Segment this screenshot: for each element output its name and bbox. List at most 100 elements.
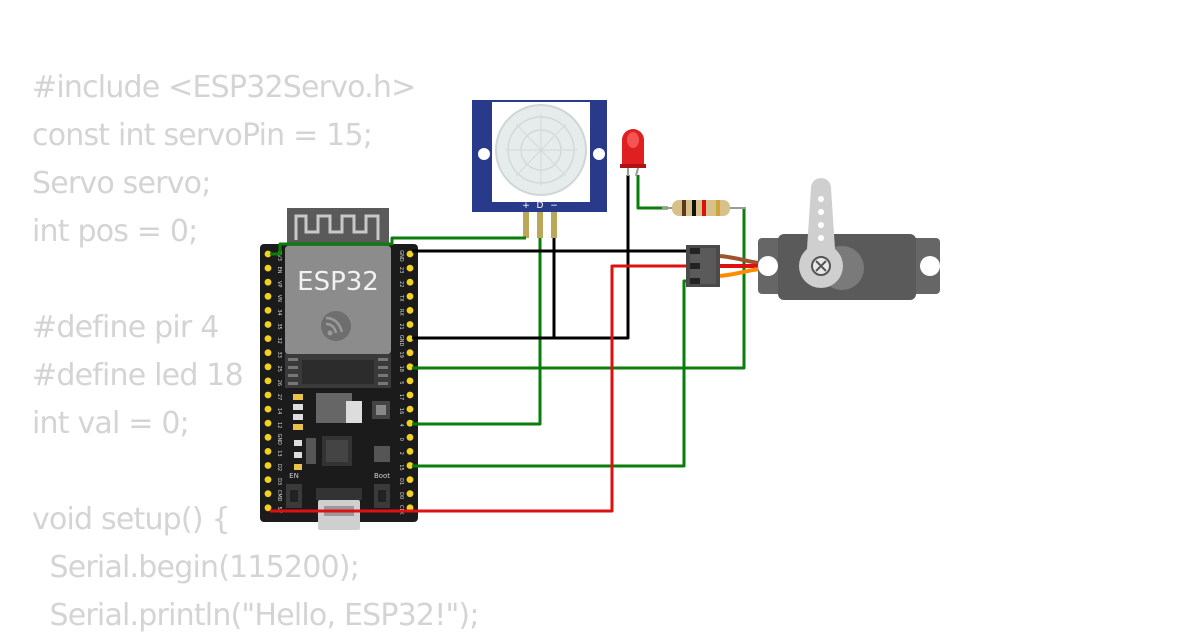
right-pin[interactable] bbox=[406, 278, 414, 286]
left-pin-label: 34 bbox=[276, 309, 282, 315]
left-pin-label: 35 bbox=[276, 323, 282, 329]
boot-button[interactable] bbox=[374, 484, 390, 508]
right-pin[interactable] bbox=[406, 405, 414, 413]
right-pin-label: 5 bbox=[398, 381, 404, 384]
left-pin[interactable] bbox=[264, 504, 272, 512]
left-pin[interactable] bbox=[264, 321, 272, 328]
left-pin[interactable] bbox=[264, 349, 272, 357]
right-pin-label: 22 bbox=[398, 281, 404, 287]
red-led[interactable] bbox=[620, 129, 646, 177]
wire-pir-vcc bbox=[270, 236, 526, 256]
right-pin[interactable] bbox=[406, 391, 414, 399]
code-line: void setup() { bbox=[32, 502, 231, 537]
left-pin[interactable] bbox=[264, 278, 272, 286]
right-pin[interactable] bbox=[406, 349, 414, 357]
left-pin-label: D3 bbox=[276, 478, 282, 485]
right-pin-label: 19 bbox=[398, 352, 404, 358]
right-pin-label: GND bbox=[398, 250, 404, 262]
left-pin[interactable] bbox=[264, 476, 272, 483]
espressif-logo-icon bbox=[321, 311, 351, 341]
left-pin[interactable] bbox=[264, 405, 272, 413]
right-pin-label: 2 bbox=[398, 452, 404, 455]
right-pin-label: TX bbox=[398, 294, 404, 302]
left-pin[interactable] bbox=[264, 250, 272, 258]
code-line: Servo servo; bbox=[32, 166, 211, 201]
left-pin-label: D2 bbox=[276, 464, 282, 471]
right-pin[interactable] bbox=[406, 335, 414, 342]
right-pin[interactable] bbox=[406, 377, 414, 385]
left-header-pins[interactable]: 3V3ENVPVN343532332526271412GND13D2D3CMD5… bbox=[264, 250, 282, 514]
servo-connector[interactable] bbox=[686, 245, 720, 287]
wire-servo-signal bbox=[412, 279, 690, 468]
en-button[interactable] bbox=[286, 484, 302, 508]
wire-pir-data bbox=[412, 238, 542, 426]
right-pin-label: 21 bbox=[398, 323, 404, 329]
right-pin[interactable] bbox=[406, 419, 414, 427]
code-line: Serial.begin(115200); bbox=[32, 550, 360, 585]
right-pin[interactable] bbox=[406, 448, 414, 455]
left-pin[interactable] bbox=[264, 462, 272, 469]
right-pin[interactable] bbox=[406, 476, 414, 483]
right-pin[interactable] bbox=[406, 292, 414, 300]
left-pin[interactable] bbox=[264, 363, 272, 371]
resistor[interactable] bbox=[662, 200, 746, 216]
left-pin-label: 32 bbox=[276, 337, 282, 343]
right-pin-label: D1 bbox=[398, 478, 404, 485]
code-line: const int servoPin = 15; bbox=[32, 118, 373, 153]
code-line: #define led 18 bbox=[32, 358, 244, 393]
wire-pir-gnd bbox=[412, 238, 556, 340]
left-pin[interactable] bbox=[264, 490, 272, 498]
right-pin[interactable] bbox=[406, 363, 414, 371]
right-pin-label: D0 bbox=[398, 492, 404, 499]
left-pin[interactable] bbox=[264, 419, 272, 427]
left-pin-label: 12 bbox=[276, 422, 282, 428]
antenna bbox=[287, 208, 389, 248]
left-pin-label: GND bbox=[276, 434, 282, 446]
left-pin-label: 27 bbox=[276, 394, 282, 400]
wire-servo-vcc bbox=[270, 264, 690, 513]
right-pin-label: RX bbox=[398, 309, 404, 316]
code-editor-background: #include <ESP32Servo.h> const int servoP… bbox=[32, 64, 479, 640]
wire-led-cathode bbox=[412, 175, 630, 340]
left-pin[interactable] bbox=[264, 335, 272, 342]
right-pin[interactable] bbox=[406, 321, 414, 328]
left-pin[interactable] bbox=[264, 264, 272, 272]
left-pin-label: VP bbox=[276, 281, 282, 287]
boot-label: Boot bbox=[374, 472, 390, 480]
left-pin[interactable] bbox=[264, 433, 272, 441]
left-pin[interactable] bbox=[264, 307, 272, 314]
right-pin-label: 4 bbox=[398, 424, 404, 427]
wire-led-anode bbox=[636, 175, 668, 210]
right-pin[interactable] bbox=[406, 490, 414, 498]
servo-motor[interactable] bbox=[758, 178, 940, 300]
right-pin[interactable] bbox=[406, 250, 414, 258]
code-line: Serial.println("Hello, ESP32!"); bbox=[32, 598, 479, 633]
left-pin-label: 25 bbox=[276, 366, 282, 372]
pir-motion-sensor[interactable]: + D − bbox=[472, 100, 607, 238]
left-pin[interactable] bbox=[264, 377, 272, 385]
right-pin[interactable] bbox=[406, 433, 414, 441]
right-pin-label: GND bbox=[398, 335, 404, 347]
left-pin[interactable] bbox=[264, 292, 272, 300]
right-pin-label: 23 bbox=[398, 267, 404, 273]
left-pin-label: 33 bbox=[276, 352, 282, 358]
left-pin-label: 3V3 bbox=[276, 251, 282, 261]
right-pin[interactable] bbox=[406, 307, 414, 314]
board-components bbox=[293, 393, 390, 492]
esp32-label: ESP32 bbox=[297, 267, 379, 297]
esp32-board[interactable]: ESP32 bbox=[260, 208, 418, 530]
right-pin-label: 16 bbox=[398, 408, 404, 414]
en-label: EN bbox=[289, 472, 299, 480]
antenna-trace-icon bbox=[294, 214, 380, 240]
code-line: #include <ESP32Servo.h> bbox=[32, 70, 416, 105]
right-pin[interactable] bbox=[406, 264, 414, 272]
left-pin-label: 13 bbox=[276, 450, 282, 456]
right-pin[interactable] bbox=[406, 462, 414, 469]
code-line: #define pir 4 bbox=[32, 310, 219, 345]
esp32-module bbox=[285, 246, 391, 354]
code-line: int pos = 0; bbox=[32, 214, 198, 249]
left-pin[interactable] bbox=[264, 391, 272, 399]
left-pin[interactable] bbox=[264, 448, 272, 455]
usb-port bbox=[316, 488, 362, 530]
